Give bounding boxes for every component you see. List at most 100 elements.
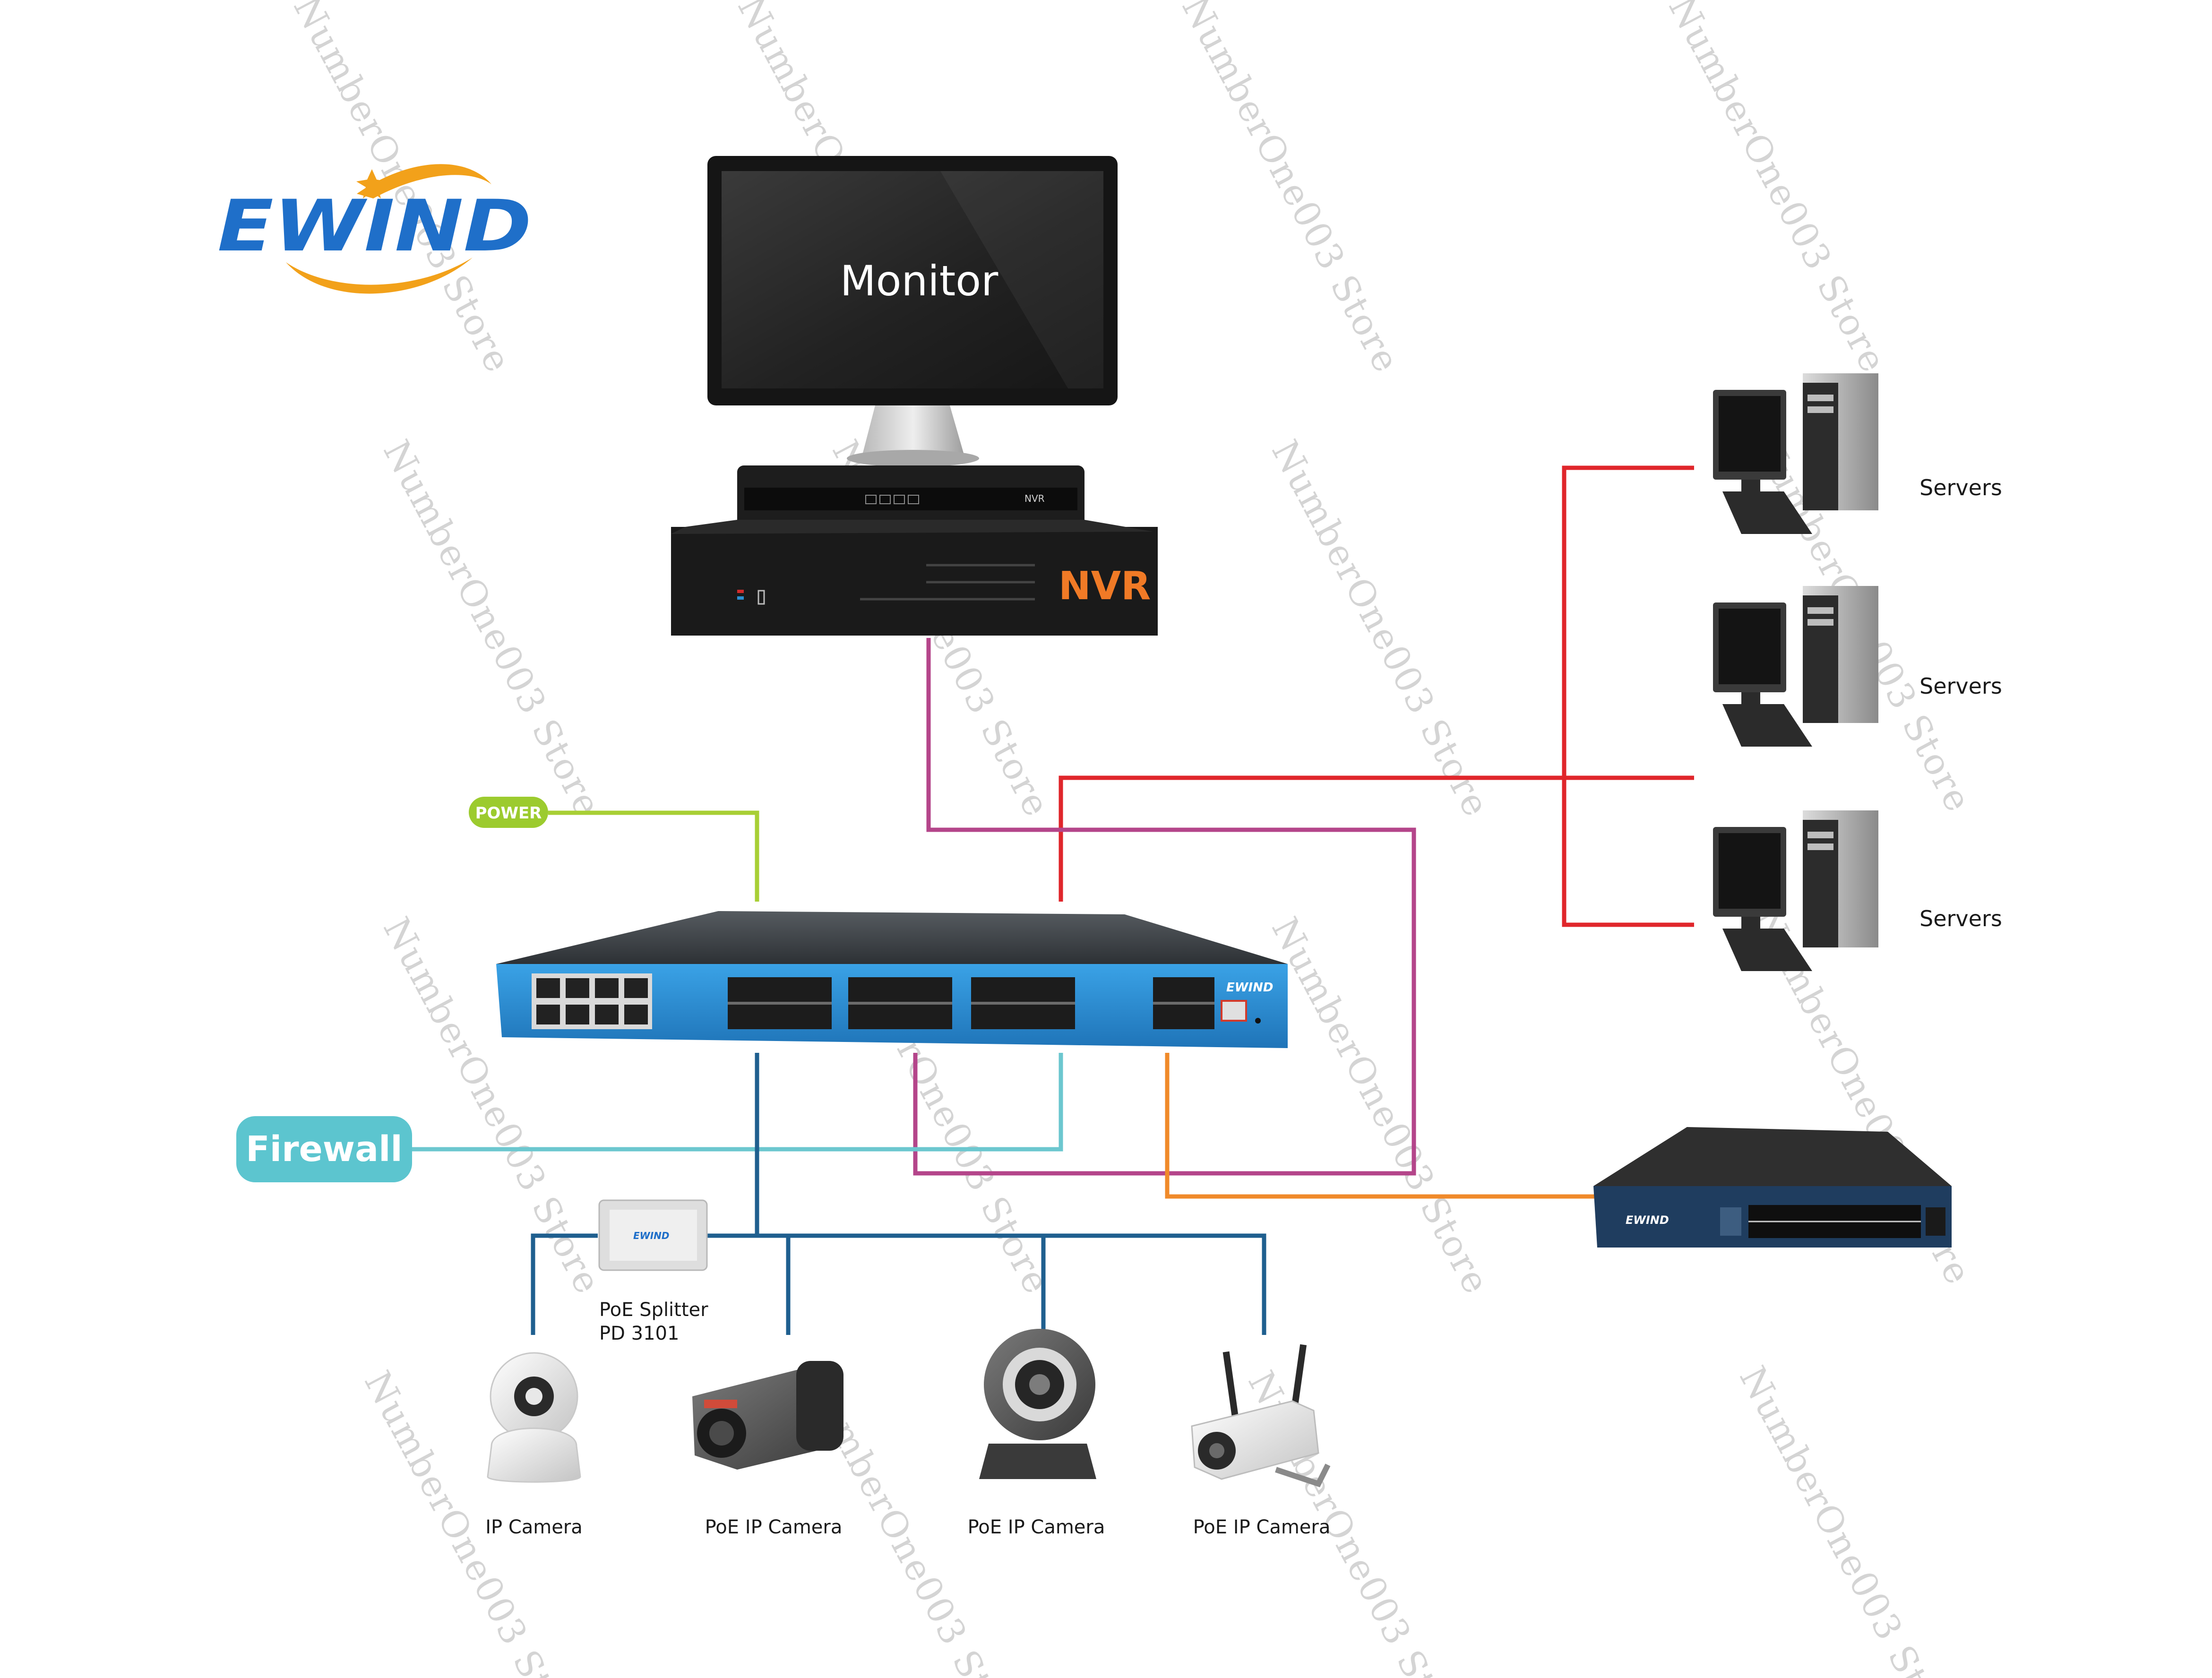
camera-2-led (704, 1400, 737, 1408)
server-monitor-screen (1719, 609, 1781, 684)
watermark: NumberOne003 Store (1264, 911, 1498, 1301)
switch-top (496, 911, 1288, 964)
logo-swoosh-top (357, 164, 491, 198)
server-tower-front (1803, 595, 1838, 723)
rj45-port (624, 1005, 648, 1024)
server-drive-bay (1807, 843, 1833, 850)
monitor-label: Monitor (840, 257, 998, 305)
power-label: POWER (475, 804, 542, 823)
firewall-badge: Firewall (236, 1116, 412, 1182)
watermark: NumberOne003 Store (1661, 0, 1895, 379)
camera-4-bracket (1275, 1463, 1331, 1488)
server-keyboard (1722, 704, 1812, 747)
camera-4 (1191, 1344, 1331, 1488)
monitor-screen (722, 171, 1103, 388)
server-tower-front (1803, 820, 1838, 947)
server-monitor-stand (1741, 480, 1760, 491)
power-badge: POWER (469, 797, 548, 828)
nvr-button (894, 495, 905, 504)
camera-1-base (487, 1428, 581, 1483)
nvr-button (879, 495, 891, 504)
watermark: NumberOne003 Store (1264, 433, 1498, 824)
server-monitor-screen (1719, 833, 1781, 909)
link-power (548, 810, 759, 902)
poe-switch-uplink (1926, 1207, 1945, 1236)
camera-4-label: PoE IP Camera (1193, 1516, 1331, 1538)
switch-brand: EWIND (1226, 981, 1273, 995)
server-drive-bay (1807, 832, 1833, 838)
link-splitter-to-camera-1 (531, 1233, 598, 1335)
rj45-port (566, 1005, 589, 1024)
nvr-button (908, 495, 919, 504)
link-servers-bus (1562, 465, 1694, 927)
switch-console-port (1221, 1000, 1247, 1022)
nvr: NVR NVR (671, 465, 1158, 636)
logo-star (356, 169, 387, 198)
firewall-badge-pill (236, 1116, 412, 1182)
poe-switch-top (1593, 1127, 1952, 1186)
server-drive-bay (1807, 619, 1833, 626)
camera-4-lens (1209, 1443, 1224, 1458)
watermark: NumberOne003 Store (1174, 0, 1408, 379)
server-3 (1713, 810, 1878, 971)
main-switch: EWIND (496, 911, 1288, 1048)
nvr-led (737, 590, 744, 593)
monitor: Monitor (707, 156, 1118, 467)
nvr-button (865, 495, 877, 504)
nvr-small-label: NVR (1024, 493, 1045, 504)
poe-switch-led-panel (1720, 1207, 1741, 1236)
camera-2-label: PoE IP Camera (705, 1516, 843, 1538)
server-keyboard (1722, 491, 1812, 534)
server-monitor-stand (1741, 692, 1760, 704)
nvr-usb-port (757, 590, 765, 605)
splitter-label-line2: PD 3101 (599, 1323, 679, 1344)
connection-lines (411, 465, 1694, 1335)
rj45-port (536, 978, 560, 998)
watermark: NumberOne003 Store (375, 433, 610, 824)
switch-sfp-blocks (728, 977, 1214, 1029)
logo-text: EWIND (217, 185, 532, 267)
splitter-face (610, 1210, 697, 1261)
server-label: Servers (1919, 906, 2002, 931)
nvr-led (737, 596, 744, 600)
rj45-port (624, 978, 648, 998)
rj45-port (536, 1005, 560, 1024)
logo-swoosh-bottom (286, 258, 473, 294)
camera-4-antenna (1222, 1351, 1239, 1423)
switch-reset-button (1255, 1018, 1261, 1024)
server-tower-front (1803, 383, 1838, 510)
ewind-logo: EWIND (217, 164, 532, 294)
camera-1 (487, 1352, 581, 1483)
server-monitor-screen (1719, 396, 1781, 472)
firewall-label: Firewall (246, 1129, 403, 1170)
camera-3-lens (1029, 1374, 1050, 1395)
server-drive-bay (1807, 395, 1833, 401)
link-switch-to-servers (1059, 775, 1694, 902)
link-nvr-to-switch (913, 638, 1416, 1176)
monitor-stand-base (847, 450, 979, 467)
server-keyboard (1722, 929, 1812, 971)
server-drive-bay (1807, 607, 1833, 614)
nvr-label: NVR (1059, 564, 1151, 609)
camera-2-lens (709, 1421, 734, 1446)
nvr-top-unit-face (744, 488, 1077, 510)
rj45-port (595, 1005, 619, 1024)
rj45-port (595, 978, 619, 998)
camera-1-lens (525, 1388, 542, 1405)
monitor-stand-neck (862, 405, 964, 455)
camera-3-base (979, 1444, 1096, 1479)
switch-rj45-ports (536, 978, 648, 1024)
splitter-label-line1: PoE Splitter (599, 1299, 708, 1321)
rj45-port (566, 978, 589, 998)
power-badge-pill (469, 797, 548, 828)
camera-1-label: IP Camera (485, 1516, 583, 1538)
server-2 (1713, 586, 1878, 747)
monitor-glare (940, 171, 1103, 388)
camera-3-label: PoE IP Camera (968, 1516, 1105, 1538)
camera-2-mount (796, 1361, 843, 1451)
nvr-main-unit (671, 527, 1158, 636)
server-label: Servers (1919, 673, 2002, 699)
server-monitor-stand (1741, 917, 1760, 929)
link-poe-switch (1165, 1053, 1602, 1199)
